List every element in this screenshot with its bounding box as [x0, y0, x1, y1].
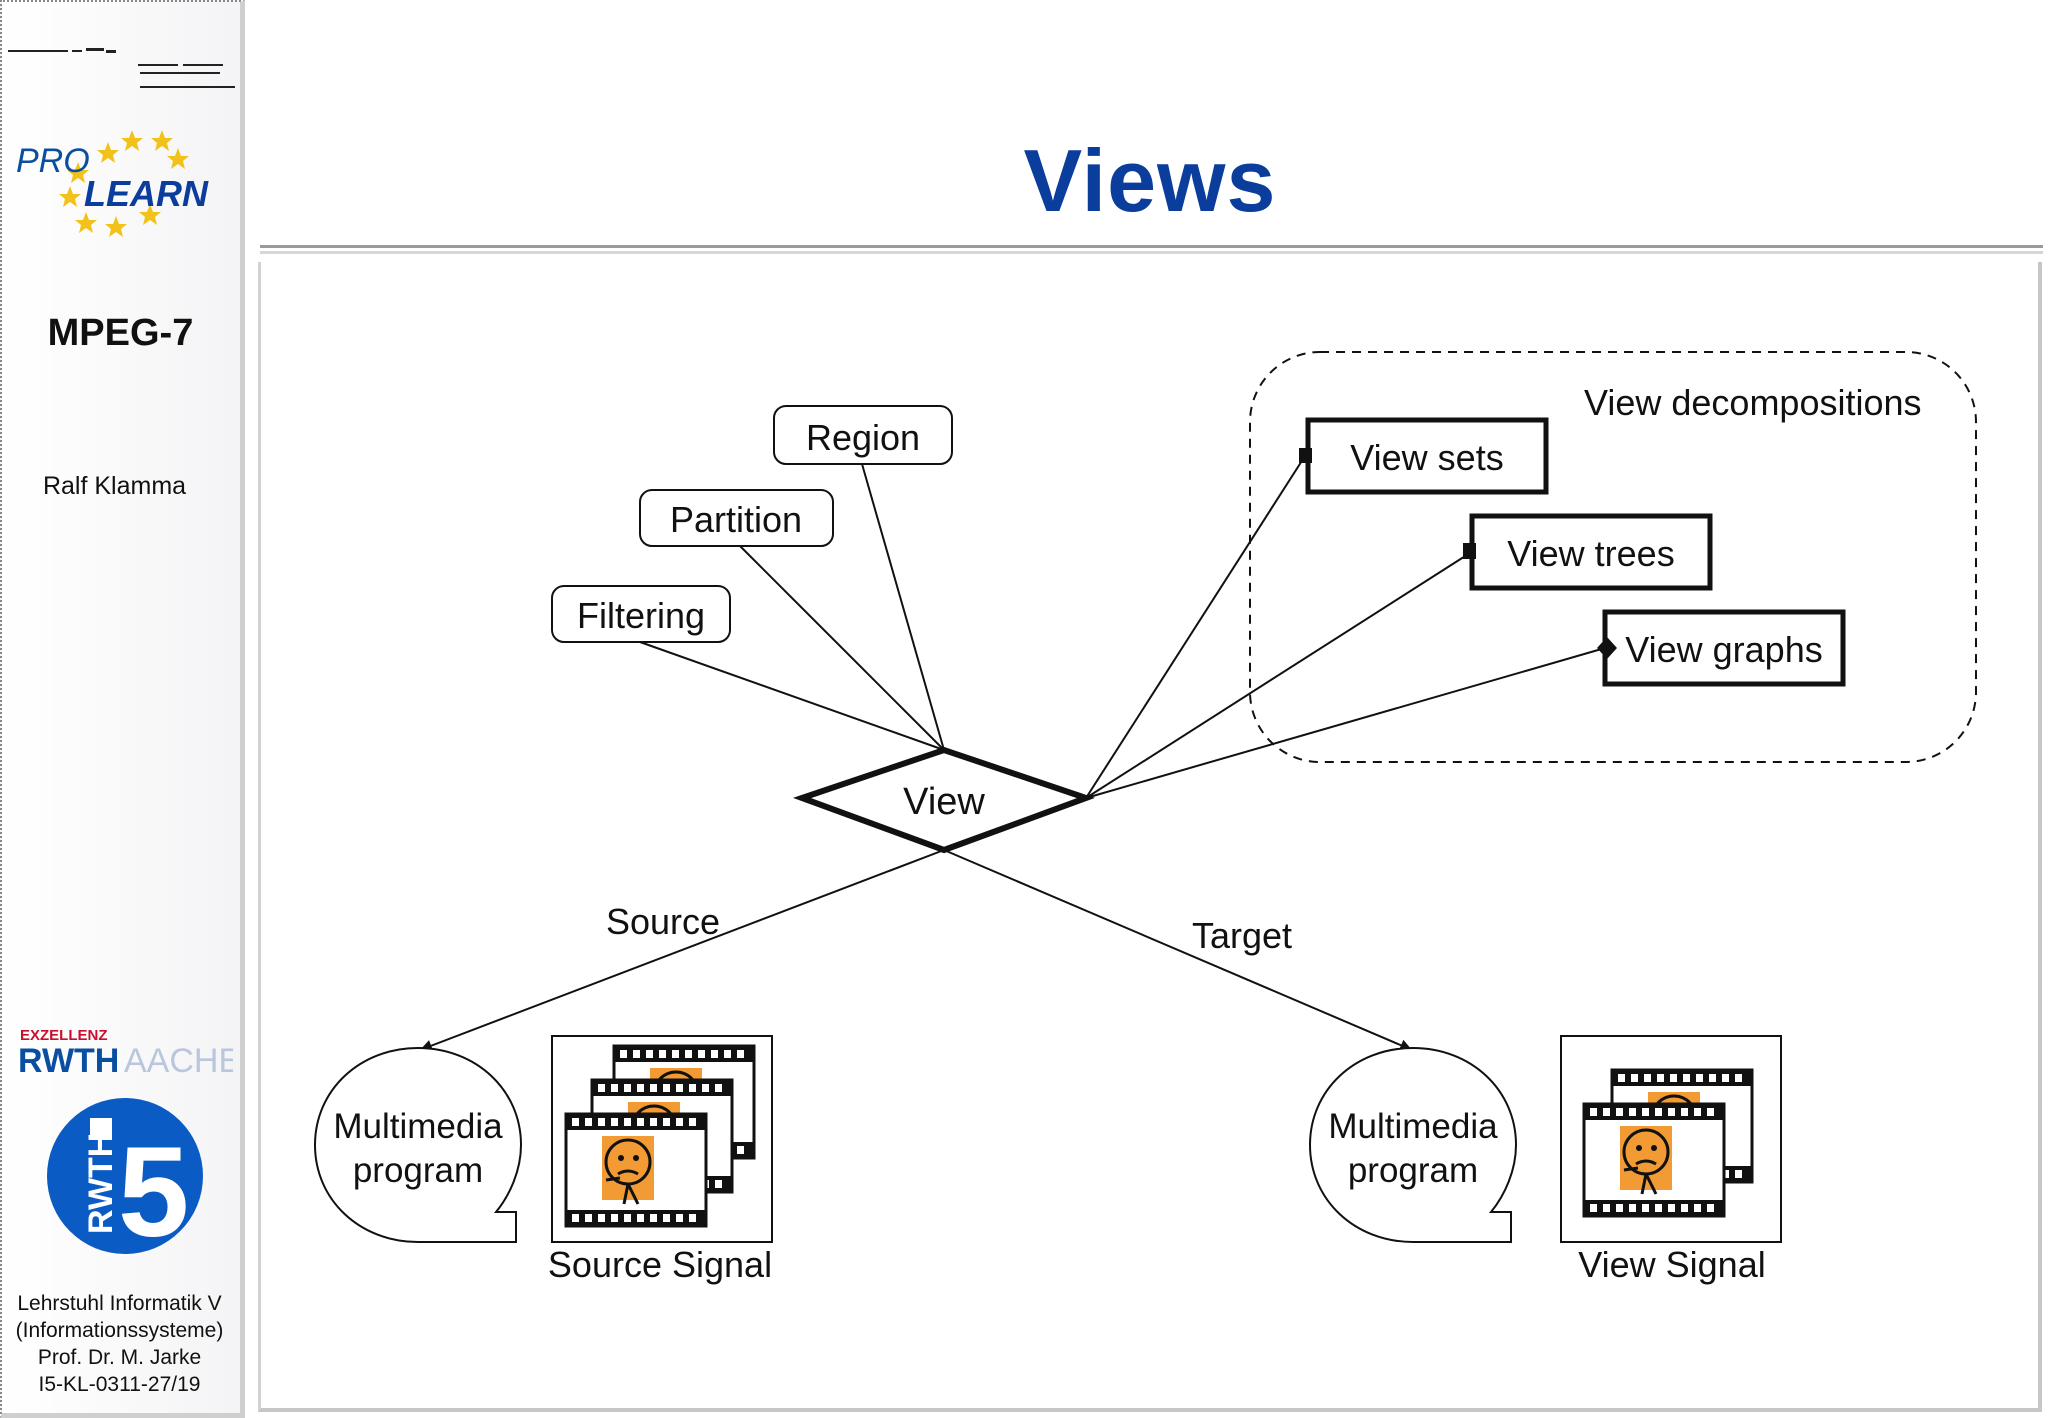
target-label: Target	[1192, 915, 1292, 956]
course-title: MPEG-7	[47, 312, 194, 354]
connector-square-icon	[1299, 448, 1312, 463]
header-noise-graphic	[8, 48, 235, 88]
svg-text:program: program	[1348, 1151, 1478, 1190]
target-multimedia-program: Multimedia program	[1308, 1046, 1518, 1243]
view-signal-label: View Signal	[1578, 1244, 1765, 1285]
aspect-partition: Partition	[639, 489, 834, 547]
page-title: Views	[1023, 131, 1277, 230]
svg-text:Partition: Partition	[670, 499, 802, 540]
i5-logo: RWTH 5	[47, 1098, 203, 1256]
svg-text:AACHEN: AACHEN	[124, 1042, 233, 1076]
source-multimedia-program: Multimedia program	[313, 1046, 523, 1243]
decomposition-view-graphs: View graphs	[1602, 609, 1846, 687]
svg-text:PRO: PRO	[16, 142, 90, 180]
prolearn-logo: PRO LEARN	[16, 130, 209, 237]
svg-text:Multimedia: Multimedia	[1328, 1107, 1498, 1146]
source-arrow	[419, 849, 945, 1052]
footer-line: (Informationssysteme)	[15, 1319, 224, 1342]
svg-text:View graphs: View graphs	[1625, 629, 1822, 670]
decomposition-view-trees: View trees	[1469, 513, 1713, 591]
decompositions-group-label: View decompositions	[1584, 382, 1922, 423]
aspect-region: Region	[773, 405, 953, 465]
view-label: View	[903, 781, 985, 823]
svg-text:RWTH: RWTH	[82, 1133, 120, 1234]
connector-square-icon	[1463, 543, 1476, 559]
svg-text:5: 5	[118, 1121, 189, 1256]
title-divider-shadow	[260, 251, 2043, 254]
footer-line: I5-KL-0311-27/19	[38, 1373, 201, 1396]
source-signal-image	[551, 1035, 773, 1243]
target-arrow	[943, 849, 1413, 1051]
content-frame	[258, 262, 2042, 1412]
footer-line: Lehrstuhl Informatik V	[17, 1292, 222, 1315]
svg-text:Region: Region	[806, 417, 920, 458]
svg-text:RWTH: RWTH	[18, 1042, 119, 1076]
aspect-connectors	[639, 463, 945, 751]
view-entity	[792, 746, 1096, 854]
svg-text:LEARN: LEARN	[84, 173, 209, 214]
svg-text:Filtering: Filtering	[577, 595, 705, 636]
source-label: Source	[606, 901, 720, 942]
footer-line: Prof. Dr. M. Jarke	[37, 1346, 202, 1369]
footer-info: Lehrstuhl Informatik V (Informationssyst…	[0, 1290, 242, 1398]
title-divider	[260, 245, 2043, 248]
connector-diamond-icon	[1597, 637, 1617, 659]
rwth-aachen-logo: EXZELLENZ RWTH AACHEN	[18, 1027, 233, 1076]
decompositions-group	[1249, 351, 1977, 763]
view-signal-image	[1560, 1035, 1782, 1243]
aspect-filtering: Filtering	[551, 585, 731, 643]
decomposition-connectors	[1085, 455, 1606, 799]
svg-text:program: program	[353, 1151, 483, 1190]
svg-text:Multimedia: Multimedia	[333, 1107, 503, 1146]
source-signal-label: Source Signal	[548, 1244, 772, 1285]
decomposition-view-sets: View sets	[1305, 417, 1549, 495]
svg-text:EXZELLENZ: EXZELLENZ	[20, 1027, 108, 1044]
svg-text:View trees: View trees	[1507, 533, 1674, 574]
svg-text:View sets: View sets	[1350, 437, 1503, 478]
author-name: Ralf Klamma	[42, 472, 187, 500]
star-ring	[59, 130, 189, 237]
